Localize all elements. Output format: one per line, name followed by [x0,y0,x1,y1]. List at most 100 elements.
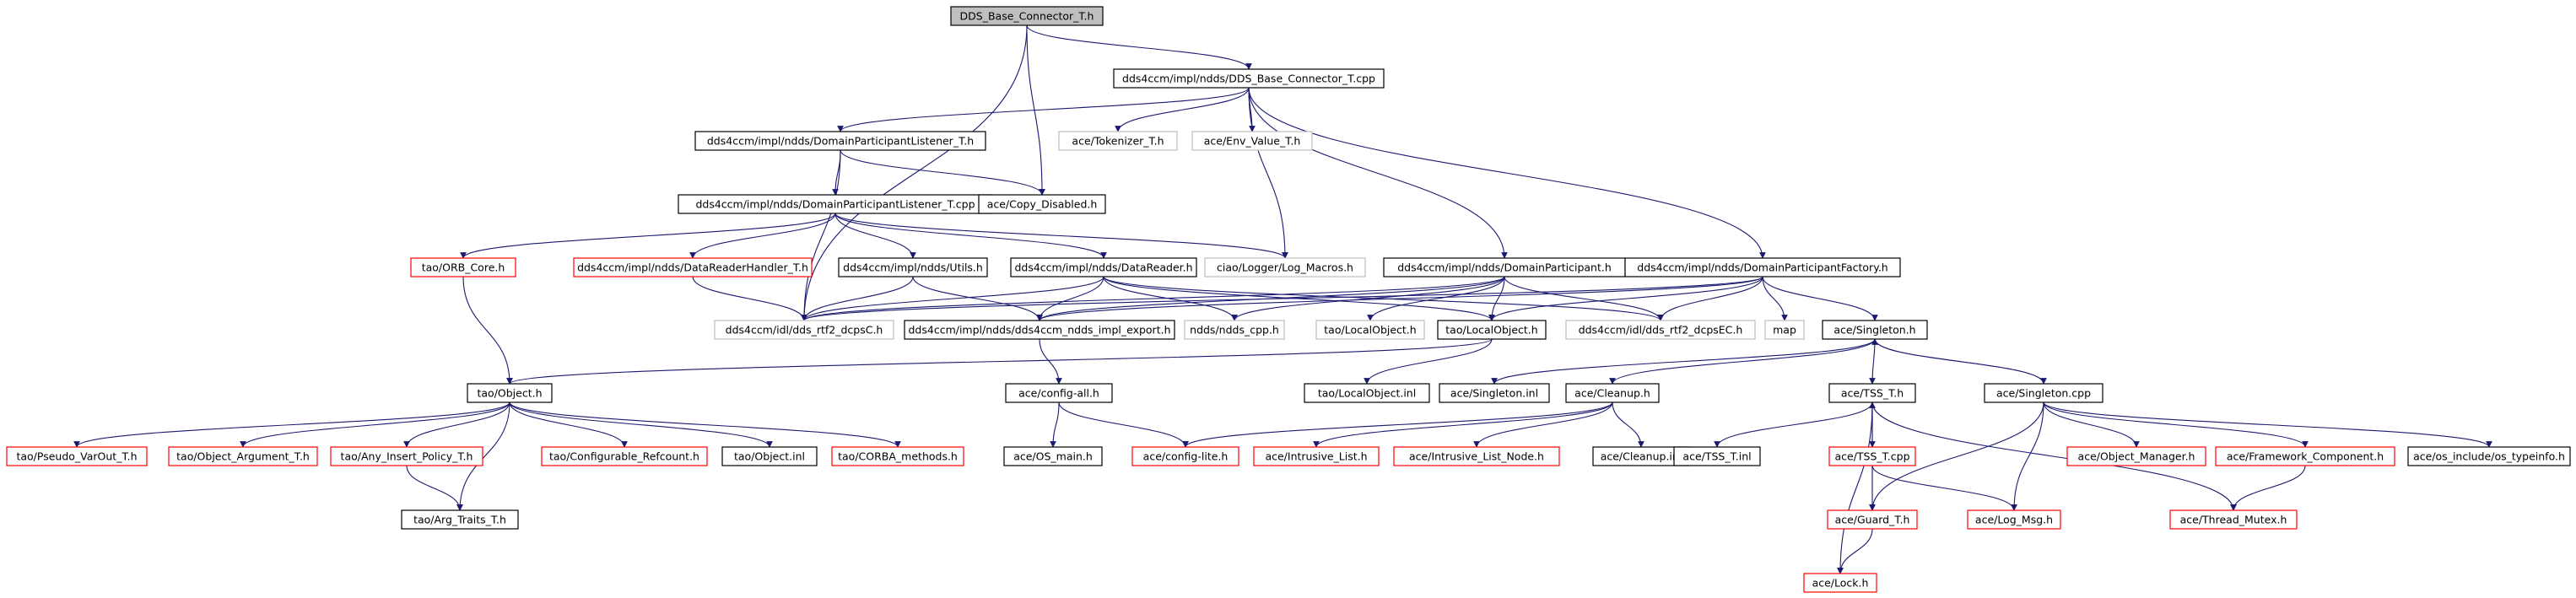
node-box[interactable] [1822,320,1928,340]
edge-guard-to-lock [1837,528,1873,574]
node-configlite[interactable]: ace/config-lite.h [1131,446,1239,466]
node-logmacros[interactable]: ciao/Logger/Log_Macros.h [1204,257,1366,277]
node-cleanup-h[interactable]: ace/Cleanup.h [1565,383,1660,403]
node-tao-lo-ext[interactable]: tao/LocalObject.h [1315,320,1425,340]
node-label: ace/Cleanup.inl [1601,450,1682,463]
node-objmgr[interactable]: ace/Object_Manager.h [2066,446,2206,466]
edge-tss_h-to-threadmutex [1871,401,2237,511]
node-box[interactable] [2407,446,2571,466]
node-singleton-h[interactable]: ace/Singleton.h [1822,320,1928,340]
node-label: tao/Object.h [477,387,542,400]
node-box[interactable] [1315,320,1425,340]
node-lo-inl[interactable]: tao/LocalObject.inl [1304,383,1430,403]
node-box[interactable] [978,194,1106,214]
node-box[interactable] [1828,383,1916,403]
node-box[interactable] [1565,320,1756,340]
node-box[interactable] [1439,383,1550,403]
node-box[interactable] [1191,131,1313,151]
node-obj-inl[interactable]: tao/Object.inl [721,446,818,466]
node-nddscpp[interactable]: ndds/ndds_cpp.h [1184,320,1285,340]
node-box[interactable] [1113,68,1385,89]
node-box[interactable] [1058,131,1178,151]
node-singleton-inl[interactable]: ace/Singleton.inl [1439,383,1550,403]
node-box[interactable] [2169,509,2298,530]
node-objarg[interactable]: tao/Object_Argument_T.h [168,446,318,466]
node-export[interactable]: dds4ccm/impl/ndds/dds4ccm_ndds_impl_expo… [904,320,1175,340]
node-box[interactable] [1624,257,1901,277]
node-box[interactable] [573,257,813,277]
node-box[interactable] [1437,320,1547,340]
node-logmsg[interactable]: ace/Log_Msg.h [1967,509,2061,530]
node-box[interactable] [1184,320,1285,340]
node-box[interactable] [1204,257,1366,277]
node-box[interactable] [721,446,818,466]
node-tokenizer[interactable]: ace/Tokenizer_T.h [1058,131,1178,151]
node-tss-cpp[interactable]: ace/TSS_T.cpp [1828,446,1916,466]
node-envvalue[interactable]: ace/Env_Value_T.h [1191,131,1313,151]
node-tao-lo[interactable]: tao/LocalObject.h [1437,320,1547,340]
node-box[interactable] [168,446,318,466]
node-intrlist[interactable]: ace/Intrusive_List.h [1253,446,1380,466]
node-anyins[interactable]: tao/Any_Insert_Policy_T.h [330,446,483,466]
node-box[interactable] [1003,446,1103,466]
node-box[interactable] [1005,383,1113,403]
node-box[interactable] [541,446,708,466]
node-map[interactable]: map [1764,320,1805,340]
node-box[interactable] [1827,509,1918,530]
node-threadmutex[interactable]: ace/Thread_Mutex.h [2169,509,2298,530]
node-box[interactable] [1967,509,2061,530]
node-box[interactable] [950,6,1104,26]
node-box[interactable] [2066,446,2206,466]
node-dpl-cpp[interactable]: dds4ccm/impl/ndds/DomainParticipantListe… [678,194,993,214]
node-intrnode[interactable]: ace/Intrusive_List_Node.h [1393,446,1560,466]
node-box[interactable] [467,383,553,403]
node-framework[interactable]: ace/Framework_Component.h [2215,446,2395,466]
node-lock[interactable]: ace/Lock.h [1803,573,1877,593]
node-corba[interactable]: tao/CORBA_methods.h [831,446,964,466]
node-singleton-cpp[interactable]: ace/Singleton.cpp [1984,383,2103,403]
node-bct-cpp[interactable]: dds4ccm/impl/ndds/DDS_Base_Connector_T.c… [1113,68,1385,89]
node-dpl-h[interactable]: dds4ccm/impl/ndds/DomainParticipantListe… [694,131,986,151]
node-typeinfo[interactable]: ace/os_include/os_typeinfo.h [2407,446,2571,466]
node-box[interactable] [1764,320,1805,340]
node-box[interactable] [1673,446,1761,466]
node-pseudo[interactable]: tao/Pseudo_VarOut_T.h [6,446,148,466]
node-configall[interactable]: ace/config-all.h [1005,383,1113,403]
node-drh[interactable]: dds4ccm/impl/ndds/DataReaderHandler_T.h [573,257,813,277]
node-box[interactable] [1984,383,2103,403]
node-box[interactable] [1304,383,1430,403]
node-box[interactable] [6,446,148,466]
node-tss-inl[interactable]: ace/TSS_T.inl [1673,446,1761,466]
node-datareader[interactable]: dds4ccm/impl/ndds/DataReader.h [1010,257,1197,277]
node-box[interactable] [1253,446,1380,466]
node-box[interactable] [1828,446,1916,466]
node-box[interactable] [831,446,964,466]
node-root[interactable]: DDS_Base_Connector_T.h [950,6,1104,26]
node-box[interactable] [1393,446,1560,466]
node-dcpsc[interactable]: dds4ccm/idl/dds_rtf2_dcpsC.h [714,320,894,340]
node-tss-h[interactable]: ace/TSS_T.h [1828,383,1916,403]
node-box[interactable] [904,320,1175,340]
node-argtraits[interactable]: tao/Arg_Traits_T.h [401,509,519,530]
node-object-h[interactable]: tao/Object.h [467,383,553,403]
node-box[interactable] [838,257,988,277]
node-dpf[interactable]: dds4ccm/impl/ndds/DomainParticipantFacto… [1624,257,1901,277]
node-box[interactable] [1010,257,1197,277]
node-box[interactable] [1131,446,1239,466]
node-dcpsec[interactable]: dds4ccm/idl/dds_rtf2_dcpsEC.h [1565,320,1756,340]
node-orbcore[interactable]: tao/ORB_Core.h [410,257,516,277]
node-utils[interactable]: dds4ccm/impl/ndds/Utils.h [838,257,988,277]
node-box[interactable] [694,131,986,151]
node-copydisabled[interactable]: ace/Copy_Disabled.h [978,194,1106,214]
node-box[interactable] [714,320,894,340]
node-guard[interactable]: ace/Guard_T.h [1827,509,1918,530]
node-box[interactable] [410,257,516,277]
node-box[interactable] [1565,383,1660,403]
node-refcount[interactable]: tao/Configurable_Refcount.h [541,446,708,466]
node-osmain[interactable]: ace/OS_main.h [1003,446,1103,466]
node-box[interactable] [330,446,483,466]
node-box[interactable] [2215,446,2395,466]
node-box[interactable] [1803,573,1877,593]
node-dp[interactable]: dds4ccm/impl/ndds/DomainParticipant.h [1383,257,1626,277]
node-box[interactable] [401,509,519,530]
